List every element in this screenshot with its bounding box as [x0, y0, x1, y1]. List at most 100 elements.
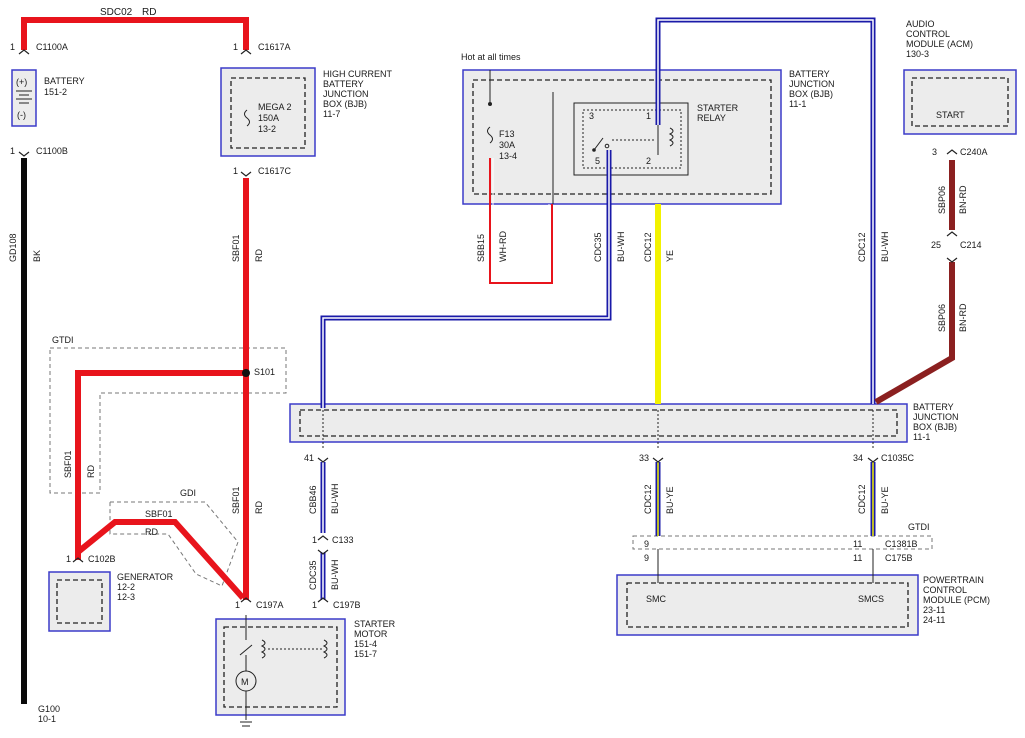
cdc35-top-color: BU-WH — [616, 232, 626, 263]
hcbjb-name-5: 11-7 — [323, 109, 340, 119]
connector-marks — [18, 49, 958, 603]
acm-connector: C240A — [960, 147, 988, 157]
generator — [48, 571, 111, 632]
starter-pin-b: 1 — [312, 600, 317, 610]
bjb-mid-name-2: JUNCTION — [913, 412, 959, 422]
acm-name-3: MODULE (ACM) — [906, 39, 973, 49]
splice-dot — [242, 369, 250, 377]
cdc12-left-color: BU-YE — [665, 486, 675, 514]
bjb-mid-name-3: BOX (BJB) — [913, 422, 957, 432]
high-current-bjb — [220, 67, 316, 157]
sdc02-circuit: SDC02 — [100, 7, 133, 18]
bjb-top-name-4: 11-1 — [789, 99, 806, 109]
cdc12-right-color: BU-YE — [880, 486, 890, 514]
c214-connector: C214 — [960, 240, 982, 250]
g100-ref: 10-1 — [38, 714, 56, 724]
starter-ref-1: 151-4 — [354, 639, 377, 649]
g100-label: G100 — [38, 704, 60, 714]
wire-sbf01-gdi — [76, 519, 246, 601]
mega-fuse-rating: 150A — [258, 113, 279, 123]
pcm-pin-right: 11 — [853, 553, 862, 563]
relay-name-1: STARTER — [697, 103, 739, 113]
gtdi-outline — [49, 347, 287, 494]
sbb15-circuit: SBB15 — [476, 234, 486, 262]
starter-pin-a: 1 — [235, 600, 240, 610]
bjb-top-name-2: JUNCTION — [789, 79, 835, 89]
gdi-circuit: SBF01 — [145, 509, 173, 519]
battery-name: BATTERY — [44, 76, 85, 86]
hcbjb-bottom-connector: C1617C — [258, 166, 292, 176]
generator-connector: C102B — [88, 554, 116, 564]
cdc12-left-circuit: CDC12 — [643, 484, 653, 514]
bjb-mid-ref: 11-1 — [913, 432, 930, 442]
c1381b-pin-left: 9 — [644, 539, 649, 549]
sbf01-top-circuit: SBF01 — [231, 234, 241, 262]
gdi-color: RD — [145, 527, 158, 537]
pcm-ref-1: 23-11 — [923, 605, 945, 615]
cdc12-right-circuit: CDC12 — [857, 484, 867, 514]
battery-bottom-connector: C1100B — [36, 146, 68, 156]
cbb46-color: BU-WH — [330, 484, 340, 515]
sdc02-color: RD — [142, 7, 156, 18]
hcbjb-top-connector: C1617A — [258, 42, 291, 52]
mega-fuse-name: MEGA 2 — [258, 102, 292, 112]
sbp06-lower-color: BN-RD — [958, 303, 968, 332]
cdc35-top-circuit: CDC35 — [593, 232, 603, 262]
gtdi-label: GTDI — [52, 335, 74, 345]
battery-bottom-pin: 1 — [10, 146, 15, 156]
c133-pin: 1 — [312, 535, 317, 545]
acm-start-pin: START — [936, 110, 965, 120]
starter-motor: M — [215, 615, 346, 727]
bjb-mid — [289, 403, 908, 443]
pcm-connector: C175B — [885, 553, 913, 563]
cdc35-low-color: BU-WH — [330, 560, 340, 591]
sbb15-color: WH-RD — [498, 231, 508, 262]
hcbjb-bottom-pin: 1 — [233, 166, 238, 176]
hcbjb-name-1: HIGH CURRENT — [323, 69, 393, 79]
splice-label: S101 — [254, 367, 275, 377]
relay-pin-5: 5 — [595, 156, 600, 166]
battery-ref: 151-2 — [44, 87, 67, 97]
wire-sdc02 — [21, 17, 249, 50]
generator-ref-2: 12-3 — [117, 592, 135, 602]
hcbjb-name-4: BOX (BJB) — [323, 99, 367, 109]
pcm-name-3: MODULE (PCM) — [923, 595, 990, 605]
fuse-f13-ref: 13-4 — [499, 151, 517, 161]
bjb-top-name-3: BOX (BJB) — [789, 89, 833, 99]
sbp06-upper-color: BN-RD — [958, 185, 968, 214]
gd108-label: GD108 — [8, 233, 18, 262]
starter-ref-2: 151-7 — [354, 649, 377, 659]
gdi-label: GDI — [180, 488, 196, 498]
sbp06-upper-circuit: SBP06 — [937, 186, 947, 214]
gtdi-connector-label: GTDI — [908, 522, 930, 532]
bjb-top — [462, 69, 782, 205]
gtdi-circuit: SBF01 — [63, 450, 73, 478]
battery-plus: (+) — [16, 77, 27, 87]
hcbjb-name-3: JUNCTION — [323, 89, 369, 99]
mega-fuse-ref: 13-2 — [258, 124, 276, 134]
acm-name-1: AUDIO — [906, 19, 935, 29]
gtdi-color: RD — [86, 465, 96, 478]
hot-at-all-times: Hot at all times — [461, 52, 521, 62]
starter-connector-b: C197B — [333, 600, 361, 610]
hcbjb-top-pin: 1 — [233, 42, 238, 52]
cdc12-ye-circuit: CDC12 — [643, 232, 653, 262]
pcm-ref-2: 24-11 — [923, 615, 945, 625]
pcm-pin-left: 9 — [644, 553, 649, 563]
relay-pin-2: 2 — [646, 156, 651, 166]
pcm-smcs: SMCS — [858, 594, 884, 604]
acm-name-2: CONTROL — [906, 29, 950, 39]
cdc12-buwh-circuit: CDC12 — [857, 232, 867, 262]
acm-ref: 130-3 — [906, 49, 929, 59]
bjb-mid-connector: C1035C — [881, 453, 915, 463]
fuse-f13-rating: 30A — [499, 140, 515, 150]
bjb-top-name-1: BATTERY — [789, 69, 830, 79]
battery-minus: (-) — [17, 110, 26, 120]
generator-pin: 1 — [66, 554, 71, 564]
wire-sbp06-lower — [874, 262, 955, 405]
battery-top-pin: 1 — [10, 42, 15, 52]
wire-sbb15-red — [489, 158, 553, 284]
wire-sbf01-generator — [75, 370, 246, 560]
generator-ref-1: 12-2 — [117, 582, 135, 592]
